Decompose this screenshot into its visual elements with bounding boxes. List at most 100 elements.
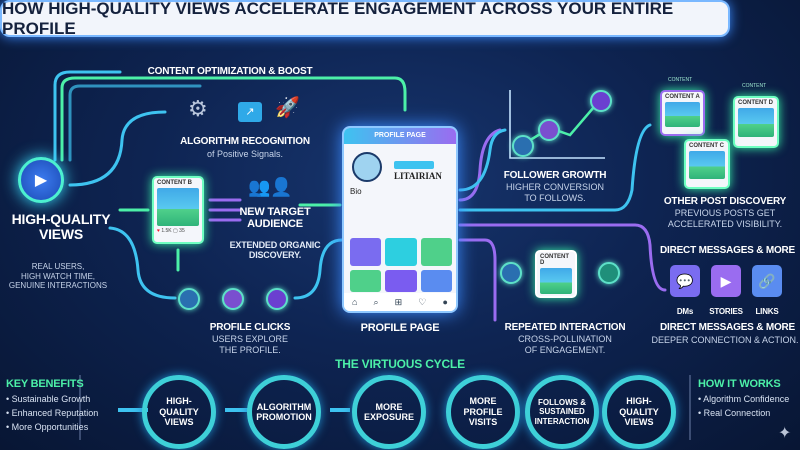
cycle-step: FOLLOWS & SUSTAINED INTERACTION <box>525 375 599 449</box>
audience-heading-line: NEW TARGET <box>239 206 311 218</box>
benefit-text: Enhanced Reputation <box>11 408 99 418</box>
content-c-card: CONTENT C <box>684 139 730 189</box>
how-it-works-list: • Algorithm Confidence • Real Connection <box>698 392 789 420</box>
post-thumbnail[interactable] <box>420 238 452 266</box>
algorithm-sub: of Positive Signals. <box>206 149 284 159</box>
user-avatar-icon <box>500 262 522 284</box>
heart-icon[interactable]: ♡ <box>418 296 427 307</box>
profile-page-mockup: PROFILE PAGE LITAIRIAN Bio ⌂⌕⊞♡● <box>342 126 458 313</box>
bio-label: Bio <box>350 187 362 196</box>
sub-line: THE PROFILE. <box>219 344 281 355</box>
user-avatar-icon <box>178 288 200 310</box>
gear-icon: ⚙ <box>188 96 208 121</box>
play-icon: ▶ <box>18 157 64 203</box>
benefit-item: • Sustainable Growth <box>6 394 91 404</box>
card-label: CONTENT C <box>689 143 724 149</box>
image-thumbnail-icon <box>665 102 700 128</box>
bottom-nav: ⌂ ⌕ ⊞ ♡ ● <box>344 293 456 311</box>
card-label: CONTENT B <box>157 180 192 186</box>
content-tag: CONTENT <box>668 77 693 83</box>
audience-icon: 👥👤 <box>248 177 293 197</box>
audience-sub-line: DISCOVERY. <box>248 249 302 260</box>
post-thumbnail[interactable] <box>420 270 452 292</box>
dm-heading-top: DIRECT MESSAGES & MORE <box>659 245 796 256</box>
link-icon[interactable]: 🔗 <box>752 265 782 297</box>
trend-chart-icon: ↗ <box>238 102 262 122</box>
image-thumbnail-icon <box>738 108 774 137</box>
stories-play-icon[interactable]: ▶ <box>711 265 741 297</box>
source-sub-line: GENUINE INTERACTIONS <box>8 281 108 291</box>
sparkle-icon: ✦ <box>778 425 792 442</box>
sub-line: PREVIOUS POSTS GET <box>674 208 776 218</box>
sub-line: HIGHER CONVERSION <box>505 182 604 192</box>
user-avatar-icon <box>598 262 620 284</box>
audience-heading-line: AUDIENCE <box>247 218 303 231</box>
dm-sub: DEEPER CONNECTION & ACTION. <box>651 335 799 345</box>
watermark-logo: LITAIRIAN <box>394 171 442 181</box>
cycle-step: MORE EXPOSURE <box>352 375 426 449</box>
dm-heading: DIRECT MESSAGES & MORE <box>659 322 796 333</box>
follow-button[interactable] <box>394 161 434 169</box>
image-thumbnail-icon <box>157 188 199 227</box>
stories-label: STORIES <box>709 307 743 316</box>
cycle-step: HIGH-QUALITY VIEWS <box>142 375 216 449</box>
how-item: • Algorithm Confidence <box>698 394 790 404</box>
benefit-text: More Opportunities <box>11 422 89 432</box>
profile-clicks-heading: PROFILE CLICKS <box>209 322 291 333</box>
content-a-card: CONTENT A <box>660 90 705 136</box>
links-label: LINKS <box>755 307 779 316</box>
sub-line: OF ENGAGEMENT. <box>524 344 606 355</box>
home-icon[interactable]: ⌂ <box>352 297 358 307</box>
key-benefits-list: • Sustainable Growth • Enhanced Reputati… <box>6 392 98 434</box>
source-sub-line: REAL USERS, <box>31 262 85 271</box>
post-thumbnail[interactable] <box>385 238 417 266</box>
source-sub-line: HIGH WATCH TIME, <box>20 271 96 281</box>
follower-chart <box>509 90 605 159</box>
comments-count: 35 <box>179 228 185 235</box>
dm-label: DMs <box>676 307 694 316</box>
profile-page-caption: PROFILE PAGE <box>360 322 440 334</box>
add-icon[interactable]: ⊞ <box>394 296 403 307</box>
chat-bubble-icon[interactable]: 💬 <box>670 265 700 297</box>
user-avatar-icon <box>222 288 244 310</box>
post-grid <box>350 238 452 292</box>
cycle-step: HIGH-QUALITY VIEWS <box>602 375 676 449</box>
cycle-step: MORE PROFILE VISITS <box>446 375 520 449</box>
follower-heading: FOLLOWER GROWTH <box>503 170 607 181</box>
sub-line: ACCELERATED VISIBILITY. <box>667 218 783 229</box>
profile-icon[interactable]: ● <box>442 297 448 307</box>
rocket-icon: 🚀 <box>275 97 300 119</box>
benefit-text: Sustainable Growth <box>11 394 91 404</box>
card-label: CONTENT D <box>738 100 773 106</box>
how-text: Algorithm Confidence <box>703 394 790 404</box>
post-thumbnail[interactable] <box>350 270 382 292</box>
search-icon[interactable]: ⌕ <box>373 296 379 307</box>
content-d-card: CONTENT D <box>535 250 577 298</box>
audience-sub-line: EXTENDED ORGANIC <box>229 240 321 250</box>
how-it-works-heading: HOW IT WORKS <box>698 378 781 390</box>
algorithm-heading: ALGORITHM RECOGNITION <box>180 136 310 147</box>
profile-avatar <box>352 152 382 182</box>
user-avatar-icon <box>538 119 560 141</box>
repeated-heading: REPEATED INTERACTION <box>504 322 626 333</box>
card-label: CONTENT D <box>540 254 569 266</box>
sub-line: USERS EXPLORE <box>211 334 289 344</box>
source-sub: REAL USERS, HIGH WATCH TIME, GENUINE INT… <box>0 262 116 291</box>
boost-label: CONTENT OPTIMIZATION & BOOST <box>147 66 313 77</box>
cycle-heading: THE VIRTUOUS CYCLE <box>335 357 465 371</box>
post-thumbnail[interactable] <box>350 238 382 266</box>
source-heading: HIGH-QUALITY VIEWS <box>11 211 111 243</box>
content-tag: CONTENT <box>742 83 767 89</box>
content-b-card: CONTENT B ♥ 1.5K ▢ 35 <box>152 176 204 244</box>
other-posts-heading: OTHER POST DISCOVERY <box>663 196 787 207</box>
sub-line: TO FOLLOWS. <box>524 192 586 203</box>
post-thumbnail[interactable] <box>385 270 417 292</box>
likes-count: 1.5K <box>161 228 172 235</box>
how-item: • Real Connection <box>698 408 771 418</box>
